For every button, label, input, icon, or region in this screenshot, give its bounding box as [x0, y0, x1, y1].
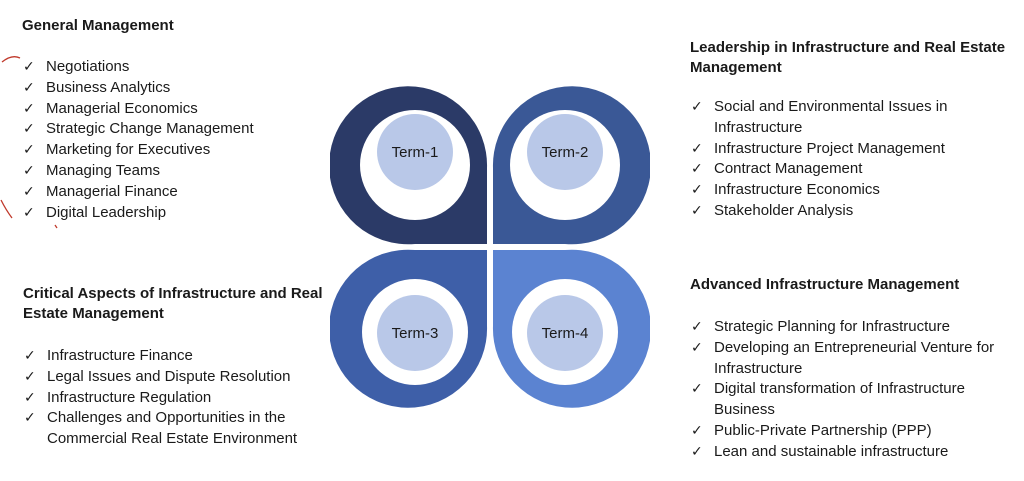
course-item-label: Digital transformation of Infrastructure… — [714, 380, 965, 419]
course-item-label: Digital Leadership — [46, 203, 167, 221]
course-item: ✓ Managerial Economics — [22, 99, 322, 120]
course-item: ✓ Stakeholder Analysis — [690, 201, 1020, 222]
course-item-label: Infrastructure Finance — [47, 347, 193, 364]
course-item-label: Public-Private Partnership (PPP) — [714, 421, 932, 439]
checkmark-icon: ✓ — [691, 140, 703, 157]
term-label: Term-3 — [392, 325, 439, 342]
course-item: ✓ Developing an Entrepreneurial Venture f… — [690, 338, 1020, 380]
petal-inner-circle — [377, 295, 453, 371]
course-item: ✓ Managing Teams — [22, 161, 322, 182]
course-item: ✓ Challenges and Opportunities in the Com… — [23, 408, 333, 450]
course-item-label: Social and Environmental Issues in Infra… — [714, 98, 948, 136]
course-item-label: Negotiations — [46, 58, 130, 75]
checkmark-icon: ✓ — [23, 204, 35, 221]
course-item: ✓ Lean and sustainable infrastructure — [690, 442, 1020, 463]
course-list: ✓ Negotiations ✓ Business Analytics ✓ Manager… — [22, 57, 322, 223]
course-item-label: Infrastructure Regulation — [47, 388, 212, 406]
checkmark-icon: ✓ — [691, 339, 703, 356]
petal-inner-circle — [377, 114, 453, 190]
section-critical-aspects: Critical Aspects of Infrastructure and R… — [23, 284, 333, 450]
course-item-label: Legal Issues and Dispute Resolution — [47, 367, 291, 385]
checkmark-icon: ✓ — [23, 100, 35, 117]
course-list: ✓ Strategic Planning for Infrastructure ✓ D… — [690, 317, 1020, 463]
section-leadership-infrastructure: Leadership in Infrastructure and Real Es… — [690, 38, 1020, 222]
course-item-label: Strategic Change Management — [46, 120, 254, 138]
checkmark-icon: ✓ — [23, 183, 35, 200]
checkmark-icon: ✓ — [23, 79, 35, 96]
term-label: Term-4 — [542, 325, 589, 342]
course-item: ✓ Public-Private Partnership (PPP) — [690, 421, 1020, 442]
course-item: ✓ Strategic Change Management — [22, 119, 322, 140]
term-label: Term-2 — [542, 144, 589, 161]
section-title: Leadership in Infrastructure and Real Es… — [690, 39, 1006, 76]
course-item: ✓ Digital transformation of Infrastructur… — [690, 379, 1020, 421]
checkmark-icon: ✓ — [23, 121, 35, 138]
course-item: ✓ Infrastructure Finance — [23, 346, 333, 367]
course-item-label: Developing an Entrepreneurial Venture fo… — [714, 338, 995, 377]
course-item-label: Managerial Finance — [46, 182, 178, 200]
petal-inner-circle — [527, 114, 603, 190]
checkmark-icon: ✓ — [691, 381, 703, 398]
course-item-label: Marketing for Executives — [46, 141, 211, 159]
checkmark-icon: ✓ — [691, 99, 703, 115]
course-list: ✓ Social and Environmental Issues in Infr… — [690, 97, 1020, 222]
checkmark-icon: ✓ — [23, 162, 35, 179]
section-advanced-infrastructure: Advanced Infrastructure Management ✓ Stra… — [690, 275, 1020, 463]
checkmark-icon: ✓ — [691, 422, 703, 439]
term-3-petal: Term-3 — [330, 249, 488, 408]
course-item: ✓ Social and Environmental Issues in Infr… — [690, 97, 1020, 139]
course-item-label: Contract Management — [714, 160, 863, 178]
course-item-label: Stakeholder Analysis — [714, 201, 854, 219]
checkmark-icon: ✓ — [24, 348, 36, 364]
section-title: General Management — [22, 17, 174, 34]
checkmark-icon: ✓ — [691, 202, 703, 219]
course-item: ✓ Marketing for Executives — [22, 140, 322, 161]
section-general-management: General Management ✓ Negotiations ✓ Busines… — [22, 16, 322, 223]
checkmark-icon: ✓ — [691, 161, 703, 178]
course-item: ✓ Legal Issues and Dispute Resolution — [23, 367, 333, 388]
course-item: ✓ Infrastructure Project Management — [690, 139, 1020, 160]
course-item-label: Infrastructure Economics — [714, 181, 880, 199]
section-title: Advanced Infrastructure Management — [690, 276, 960, 293]
course-item-label: Managing Teams — [46, 161, 160, 179]
term-4-petal: Term-4 — [492, 249, 650, 408]
course-item-label: Infrastructure Project Management — [714, 139, 945, 157]
course-item-label: Managerial Economics — [46, 99, 198, 117]
pen-annotation-mark — [0, 56, 58, 229]
checkmark-icon: ✓ — [24, 410, 36, 427]
petal-inner-circle — [527, 295, 603, 371]
course-item-label: Strategic Planning for Infrastructure — [714, 318, 950, 335]
term-2-petal: Term-2 — [492, 86, 650, 245]
checkmark-icon: ✓ — [691, 443, 703, 460]
checkmark-icon: ✓ — [23, 142, 35, 159]
course-item-label: Challenges and Opportunities in the Comm… — [47, 409, 298, 448]
checkmark-icon: ✓ — [24, 368, 36, 385]
course-item: ✓ Digital Leadership — [22, 203, 322, 224]
course-item: ✓ Contract Management — [690, 159, 1020, 180]
course-item: ✓ Infrastructure Regulation — [23, 388, 333, 409]
term-diagram: Term-1 Term-2 Term-3 Term-4 — [330, 86, 650, 408]
term-1-petal: Term-1 — [330, 86, 488, 245]
course-item-label: Business Analytics — [46, 78, 171, 96]
course-item: ✓ Business Analytics — [22, 78, 322, 99]
section-title: Critical Aspects of Infrastructure and R… — [23, 285, 323, 322]
course-item: ✓ Managerial Finance — [22, 182, 322, 203]
checkmark-icon: ✓ — [24, 389, 36, 406]
course-item: ✓ Strategic Planning for Infrastructure — [690, 317, 1020, 338]
checkmark-icon: ✓ — [691, 319, 703, 335]
checkmark-icon: ✓ — [23, 59, 35, 75]
term-label: Term-1 — [392, 144, 439, 161]
course-item-label: Lean and sustainable infrastructure — [714, 442, 949, 460]
course-item: ✓ Infrastructure Economics — [690, 180, 1020, 201]
checkmark-icon: ✓ — [691, 182, 703, 199]
course-item: ✓ Negotiations — [22, 57, 322, 78]
course-list: ✓ Infrastructure Finance ✓ Legal Issues and… — [23, 346, 333, 450]
